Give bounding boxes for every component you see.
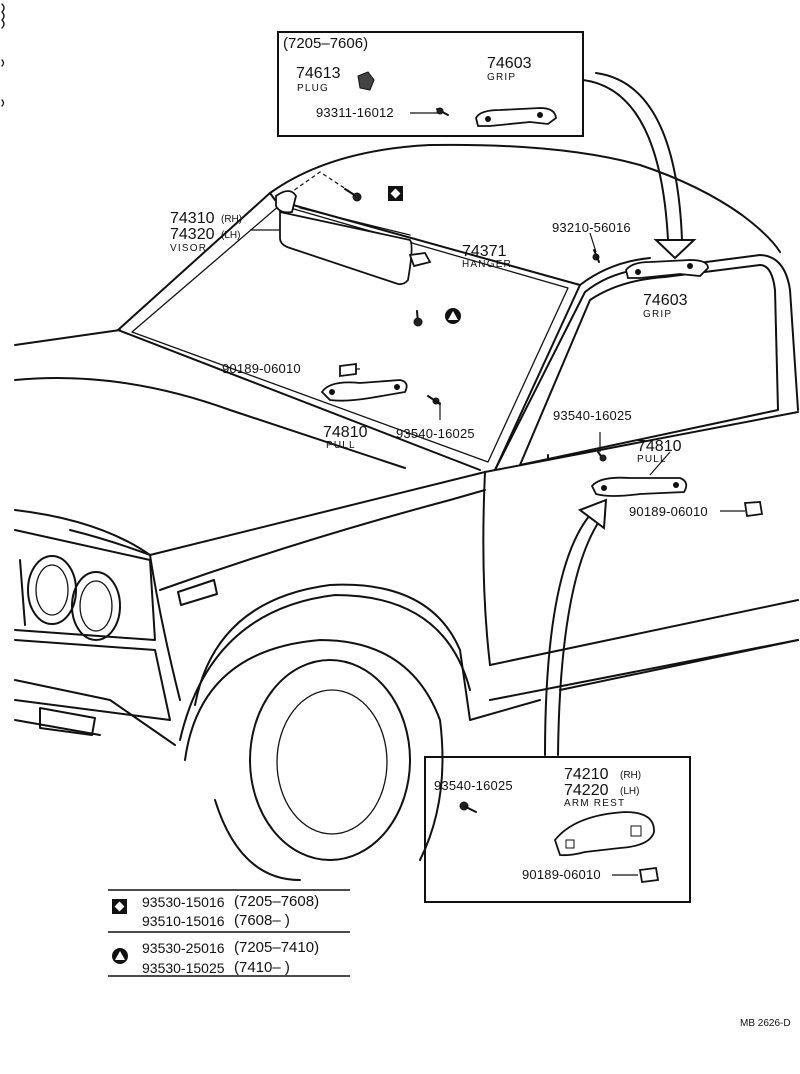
legend-part: 93510-15016 bbox=[142, 913, 225, 929]
visor-name: VISOR bbox=[170, 243, 208, 254]
left-pull-name: PULL bbox=[326, 440, 356, 451]
legend-years: (7410– ) bbox=[234, 959, 290, 976]
left-screw-number: 93540-16025 bbox=[396, 426, 475, 441]
legend-part: 93530-25016 bbox=[142, 940, 225, 956]
binder-marks bbox=[1, 3, 5, 107]
right-screw-number: 93540-16025 bbox=[553, 408, 632, 423]
headlights bbox=[27, 555, 121, 641]
visor-side-lh: (LH) bbox=[221, 230, 241, 241]
sun-visor bbox=[275, 190, 413, 286]
inset-screw-number: 93311-16012 bbox=[316, 105, 394, 120]
legend-years: (7205–7410) bbox=[234, 939, 320, 956]
plug-name: PLUG bbox=[297, 83, 330, 94]
plug-number: 74613 bbox=[296, 65, 341, 82]
armrest-number-rh: 74210 bbox=[564, 766, 609, 783]
armrest-name: ARM REST bbox=[564, 798, 626, 809]
right-pull-name: PULL bbox=[637, 454, 667, 465]
inset-grip-number: 74603 bbox=[487, 55, 532, 72]
armrest-parts bbox=[459, 801, 660, 884]
inset-grip-name: GRIP bbox=[487, 72, 517, 83]
visor-side-rh: (RH) bbox=[221, 214, 243, 225]
inset-box-grip bbox=[277, 31, 584, 137]
visor-number-lh: 74320 bbox=[170, 226, 215, 243]
armrest-screw-number: 93540-16025 bbox=[434, 778, 513, 793]
left-clip-number: 90189-06010 bbox=[222, 361, 301, 376]
right-clip-number: 90189-06010 bbox=[629, 504, 708, 519]
arrow-to-pull bbox=[544, 498, 608, 756]
front-wheel bbox=[184, 639, 444, 881]
right-pull bbox=[590, 451, 764, 518]
footer-code: MB 2626-D bbox=[740, 1018, 791, 1029]
visor-hanger bbox=[408, 252, 432, 268]
armrest-number-lh: 74220 bbox=[564, 782, 609, 799]
legend-part: 93530-15025 bbox=[142, 960, 225, 976]
armrest-side-lh: (LH) bbox=[620, 786, 640, 797]
grip-name: GRIP bbox=[643, 309, 673, 320]
visor-number-rh: 74310 bbox=[170, 210, 215, 227]
armrest-side-rh: (RH) bbox=[620, 770, 642, 781]
right-pull-number: 74810 bbox=[637, 438, 682, 455]
roof-grip bbox=[592, 249, 709, 279]
hanger-number: 74371 bbox=[462, 243, 507, 260]
legend-years: (7205–7608) bbox=[234, 893, 320, 910]
left-pull bbox=[320, 362, 441, 405]
arrow-to-grip bbox=[582, 72, 697, 260]
legend-years: (7608– ) bbox=[234, 912, 290, 929]
legend-part: 93530-15016 bbox=[142, 894, 225, 910]
left-pull-number: 74810 bbox=[323, 424, 368, 441]
armrest-clip-number: 90189-06010 bbox=[522, 867, 601, 882]
inset-box-armrest bbox=[424, 756, 691, 903]
visor-screw bbox=[344, 186, 403, 202]
inset-range: (7205–7606) bbox=[283, 35, 369, 52]
legend-graphics bbox=[108, 889, 350, 977]
grip-number: 74603 bbox=[643, 292, 688, 309]
inset-parts bbox=[357, 71, 557, 127]
hanger-name: HANGER bbox=[462, 259, 512, 270]
roof-screw-number: 93210-56016 bbox=[552, 220, 631, 235]
visor-screw-2 bbox=[413, 308, 461, 327]
